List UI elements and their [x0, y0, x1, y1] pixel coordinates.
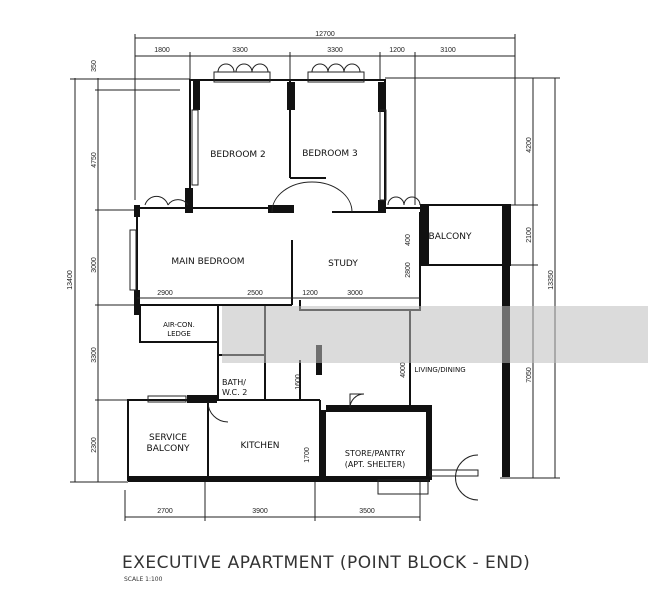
dim-right-total: 13350	[548, 270, 555, 290]
dim-int-9: 1700	[304, 447, 311, 463]
dim-right-2: 2100	[526, 227, 533, 243]
dim-top-total: 12700	[315, 31, 335, 38]
dim-int-7: 1600	[295, 374, 302, 390]
walls	[127, 79, 511, 481]
label-balcony: BALCONY	[429, 232, 472, 242]
label-main-bedroom: MAIN BEDROOM	[171, 257, 244, 267]
dim-left-total: 13400	[67, 270, 74, 290]
dim-top-2: 3300	[232, 47, 248, 54]
dim-top-3: 3300	[327, 47, 343, 54]
label-service-2: BALCONY	[147, 444, 190, 454]
dim-int-1: 2900	[157, 290, 173, 297]
label-wc-2: W.C. 2	[222, 388, 247, 397]
top-dimensions: 12700 1800 3300 3300 1200 3100	[134, 31, 516, 205]
dim-int-6: 2800	[405, 262, 412, 278]
dim-int-3: 1200	[302, 290, 318, 297]
dim-int-2: 2500	[247, 290, 263, 297]
dim-left-2: 4750	[91, 152, 98, 168]
dim-right-3: 7050	[526, 367, 533, 383]
label-store-2: (APT. SHELTER)	[345, 460, 406, 469]
label-aircon-1: AIR-CON.	[163, 321, 195, 329]
dim-top-1: 1800	[154, 47, 170, 54]
label-service-1: SERVICE	[149, 433, 187, 443]
plan-title: EXECUTIVE APARTMENT (POINT BLOCK - END)	[122, 553, 530, 573]
dim-top-4: 1200	[389, 47, 405, 54]
dim-left-5: 2300	[91, 437, 98, 453]
dim-int-5: 400	[405, 234, 412, 246]
interior-dimensions: 2900 2500 1200 3000 400 2800 1600 4000 1…	[137, 234, 420, 463]
dim-int-8: 4000	[400, 362, 407, 378]
plan-scale: SCALE 1:100	[124, 576, 163, 583]
left-dimensions: 13400 350 4750 3000 3300 2300	[67, 60, 190, 483]
label-bedroom3: BEDROOM 3	[302, 149, 358, 159]
room-labels: BEDROOM 2 BEDROOM 3 MAIN BEDROOM STUDY B…	[147, 149, 472, 469]
watermark-band	[222, 306, 648, 363]
label-bedroom2: BEDROOM 2	[210, 150, 266, 160]
dim-left-4: 3300	[91, 347, 98, 363]
dim-top-5: 3100	[440, 47, 456, 54]
label-study: STUDY	[328, 259, 358, 269]
dim-right-1: 4200	[526, 137, 533, 153]
dim-bottom-3: 3500	[359, 508, 375, 515]
dim-left-1: 350	[91, 60, 98, 72]
bottom-dimensions: 2700 3900 3500	[124, 480, 421, 521]
label-aircon-2: LEDGE	[167, 330, 191, 338]
label-kitchen: KITCHEN	[241, 441, 280, 451]
windows-doors	[129, 63, 479, 501]
label-store-1: STORE/PANTRY	[345, 449, 405, 458]
dim-bottom-2: 3900	[252, 508, 268, 515]
dim-int-4: 3000	[347, 290, 363, 297]
dim-left-3: 3000	[91, 257, 98, 273]
label-wc-1: BATH/	[222, 378, 246, 387]
label-living-dining: LIVING/DINING	[414, 366, 465, 374]
dim-bottom-1: 2700	[157, 508, 173, 515]
